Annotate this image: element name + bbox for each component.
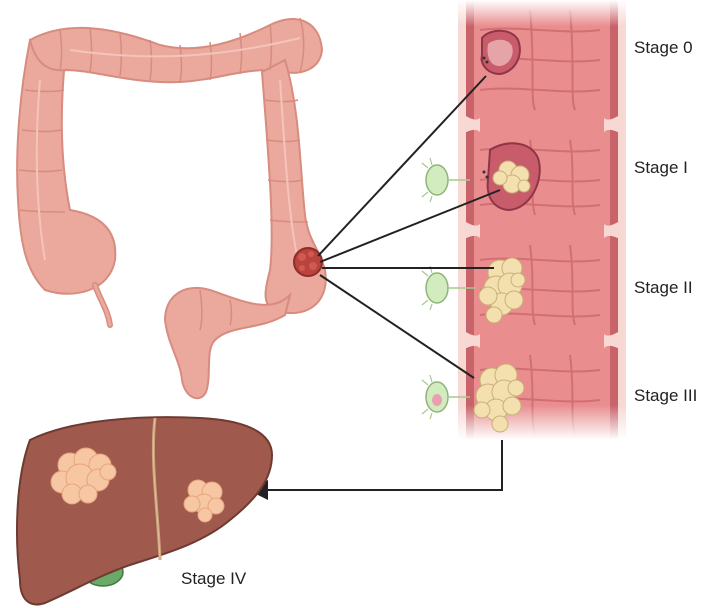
descending-colon xyxy=(262,60,326,313)
primary-tumor xyxy=(294,248,322,276)
stage-1-label: Stage I xyxy=(634,158,688,178)
stage-3-label: Stage III xyxy=(634,386,697,406)
colon-wall-section xyxy=(450,0,635,440)
ascending-colon xyxy=(17,40,115,294)
stage-4-label: Stage IV xyxy=(181,569,246,589)
stage-0-polyp xyxy=(482,31,520,74)
stage-2-label: Stage II xyxy=(634,278,693,298)
stage-0-label: Stage 0 xyxy=(634,38,693,58)
metastasis-arrow xyxy=(252,440,502,490)
sigmoid-colon xyxy=(165,288,290,398)
large-intestine xyxy=(17,18,326,398)
